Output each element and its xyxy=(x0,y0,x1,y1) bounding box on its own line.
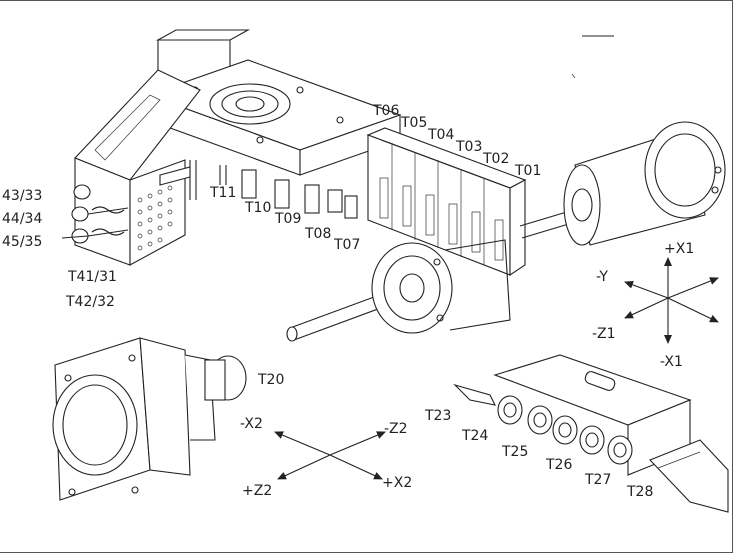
axis-cross-2 xyxy=(274,431,386,480)
stray-mark xyxy=(571,73,576,79)
label-t05: T05 xyxy=(400,115,427,131)
label-t41-31: T41/31 xyxy=(67,269,117,285)
label-t06: T06 xyxy=(372,103,399,119)
axis-minus-x2: -X2 xyxy=(240,416,263,432)
t20-unit xyxy=(52,337,247,501)
label-t01: T01 xyxy=(514,163,541,179)
label-t23: T23 xyxy=(424,408,451,424)
axis-plus-x1: +X1 xyxy=(664,241,694,257)
axis-labels-1: +X1 -X1 -Y -Z1 xyxy=(592,241,694,370)
label-t11: T11 xyxy=(209,185,236,201)
axis-minus-z2: -Z2 xyxy=(384,421,408,437)
label-t02: T02 xyxy=(482,151,509,167)
label-t09: T09 xyxy=(274,211,301,227)
label-t27: T27 xyxy=(584,472,611,488)
label-t10: T10 xyxy=(244,200,271,216)
bar-holder xyxy=(286,239,511,342)
label-t24: T24 xyxy=(461,428,488,444)
label-t25: T25 xyxy=(501,444,528,460)
label-t07: T07 xyxy=(333,237,360,253)
label-t43-33: 43/33 xyxy=(2,188,42,204)
label-t26: T26 xyxy=(545,457,572,473)
axis-cross-1 xyxy=(624,257,719,344)
axis-labels-2: -X2 -Z2 +Z2 +X2 xyxy=(240,416,412,499)
label-t20: T20 xyxy=(257,372,284,388)
label-t03: T03 xyxy=(455,139,482,155)
gang-tool-block xyxy=(61,29,402,266)
label-t28: T28 xyxy=(626,484,653,500)
label-t45-35: 45/35 xyxy=(2,234,42,250)
gang-plate xyxy=(453,354,729,513)
axis-minus-y: -Y xyxy=(596,269,608,285)
label-t04: T04 xyxy=(427,127,454,143)
tool-comb xyxy=(366,127,527,277)
label-t42-32: T42/32 xyxy=(65,294,115,310)
label-t08: T08 xyxy=(304,226,331,242)
axis-minus-z1: -Z1 xyxy=(592,326,616,342)
axis-minus-x1: -X1 xyxy=(660,354,683,370)
label-t44-34: 44/34 xyxy=(2,211,42,227)
axis-plus-x2: +X2 xyxy=(382,475,412,491)
sub-spindle xyxy=(519,121,726,246)
axis-plus-z2: +Z2 xyxy=(242,483,272,499)
tool-labels: T01 T02 T03 T04 T05 T06 T07 T08 T09 T10 … xyxy=(2,103,653,500)
